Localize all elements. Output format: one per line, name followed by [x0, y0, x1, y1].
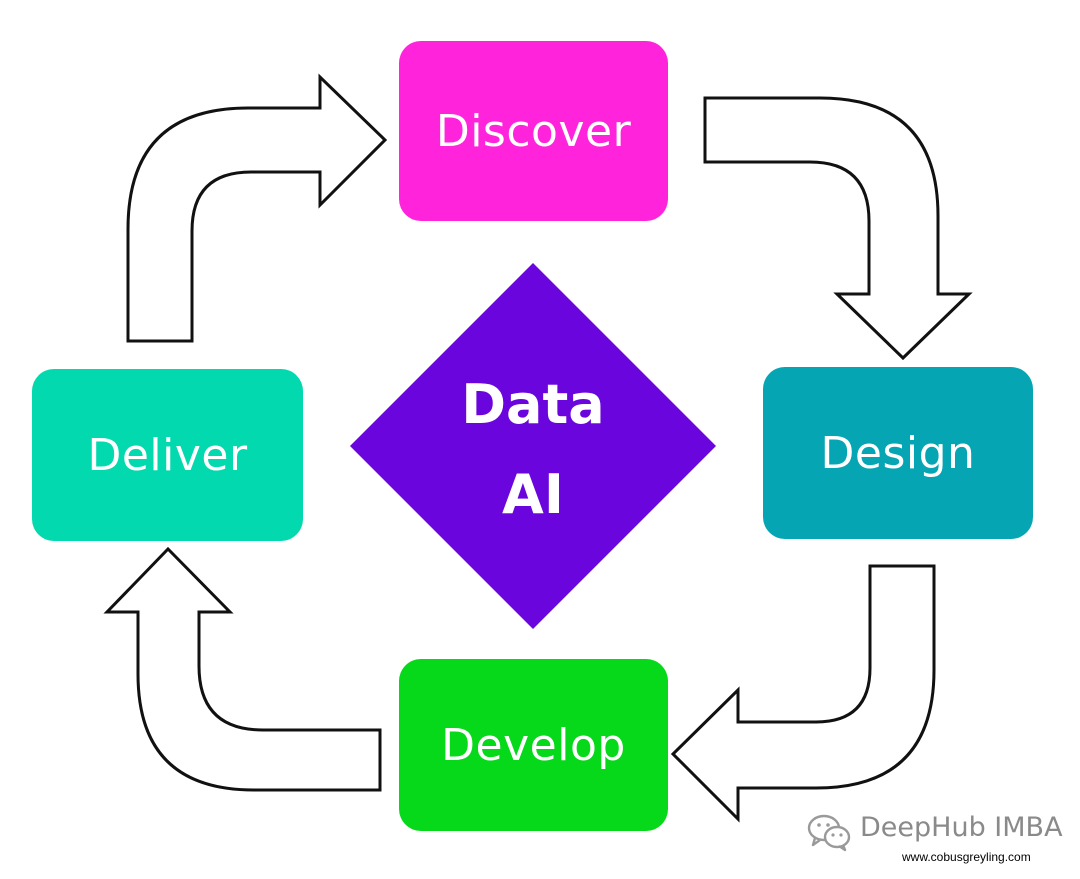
stage-design: Design: [763, 367, 1033, 539]
watermark: DeepHub IMBA www.cobusgreyling.com: [806, 810, 1063, 864]
watermark-title: DeepHub IMBA: [860, 812, 1063, 843]
watermark-url: www.cobusgreyling.com: [902, 850, 1031, 864]
stage-develop: Develop: [399, 659, 668, 831]
stage-deliver: Deliver: [32, 369, 303, 541]
wechat-icon: [807, 814, 851, 852]
arrow-design-to-develop: [670, 564, 936, 823]
stage-design-label: Design: [820, 427, 976, 479]
arrow-discover-to-design: [703, 96, 973, 361]
arrow-deliver-to-discover: [126, 73, 388, 343]
stage-develop-label: Develop: [441, 719, 626, 771]
center-label-line-2: AI: [502, 463, 564, 526]
stage-discover: Discover: [399, 41, 668, 221]
stage-deliver-label: Deliver: [87, 429, 248, 481]
arrow-develop-to-deliver: [103, 546, 382, 792]
center-diamond: [350, 263, 716, 629]
stage-discover-label: Discover: [435, 105, 632, 157]
center-label: Data AI: [430, 360, 636, 540]
center-label-line-1: Data: [461, 373, 605, 436]
